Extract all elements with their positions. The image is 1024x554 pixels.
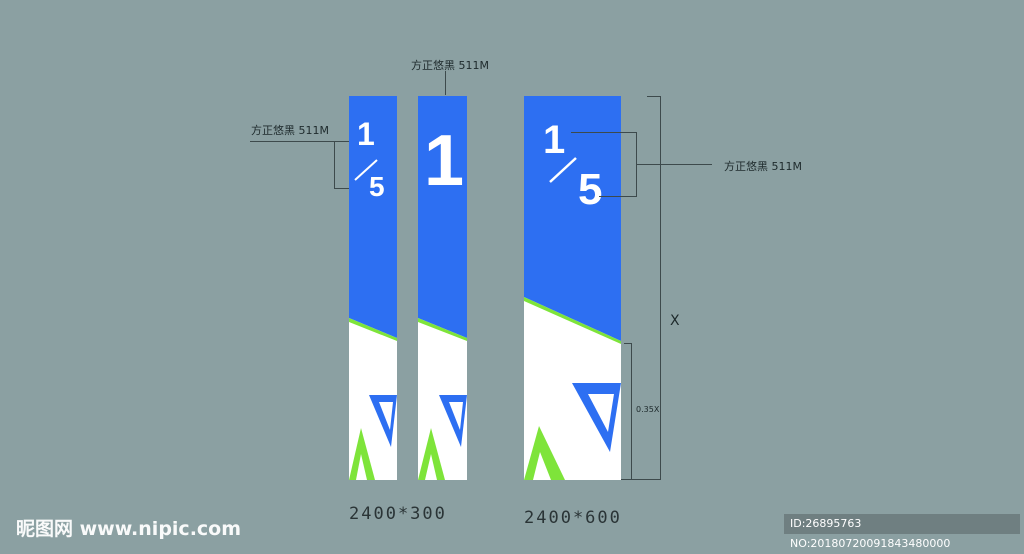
leader-line-right xyxy=(636,164,712,165)
sign-2 xyxy=(418,96,467,480)
bracket-left-bottom xyxy=(334,188,349,189)
font-label-top: 方正悠黑 511M xyxy=(411,59,489,72)
sign-1-denominator: 5 xyxy=(369,171,385,202)
bracket-left xyxy=(334,141,335,189)
dimension-x-bottom xyxy=(621,479,661,480)
sign-3-numerator: 1 xyxy=(543,118,566,162)
triangle-up-icon xyxy=(524,426,565,480)
sign-2-number: 1 xyxy=(424,121,465,201)
bracket-right-top xyxy=(571,132,637,133)
font-label-left: 方正悠黑 511M xyxy=(251,124,329,137)
dimension-x-line xyxy=(660,96,661,480)
triangle-up-icon xyxy=(418,428,445,480)
leader-line-left xyxy=(250,141,349,142)
sign-1 xyxy=(349,96,397,480)
size-label-small: 2400*300 xyxy=(349,504,447,524)
font-label-right: 方正悠黑 511M xyxy=(724,160,802,173)
watermark-left: 昵图网 www.nipic.com xyxy=(16,518,242,540)
height-label: X xyxy=(670,313,680,329)
dimension-ratio-top xyxy=(624,343,632,344)
triangle-up-icon xyxy=(349,428,375,480)
sign-3-denominator: 5 xyxy=(578,165,603,214)
watermark-right: ID:26895763 NO:20180720091843480000 xyxy=(784,514,1020,550)
size-label-large: 2400*600 xyxy=(524,508,622,528)
dimension-x-top xyxy=(647,96,661,97)
sign-3 xyxy=(524,96,621,480)
leader-line-top xyxy=(445,71,446,95)
ratio-label: 0.35X xyxy=(636,405,660,414)
sign-1-numerator: 1 xyxy=(357,116,375,152)
bracket-right-bottom xyxy=(599,196,637,197)
dimension-ratio-line xyxy=(631,343,632,480)
